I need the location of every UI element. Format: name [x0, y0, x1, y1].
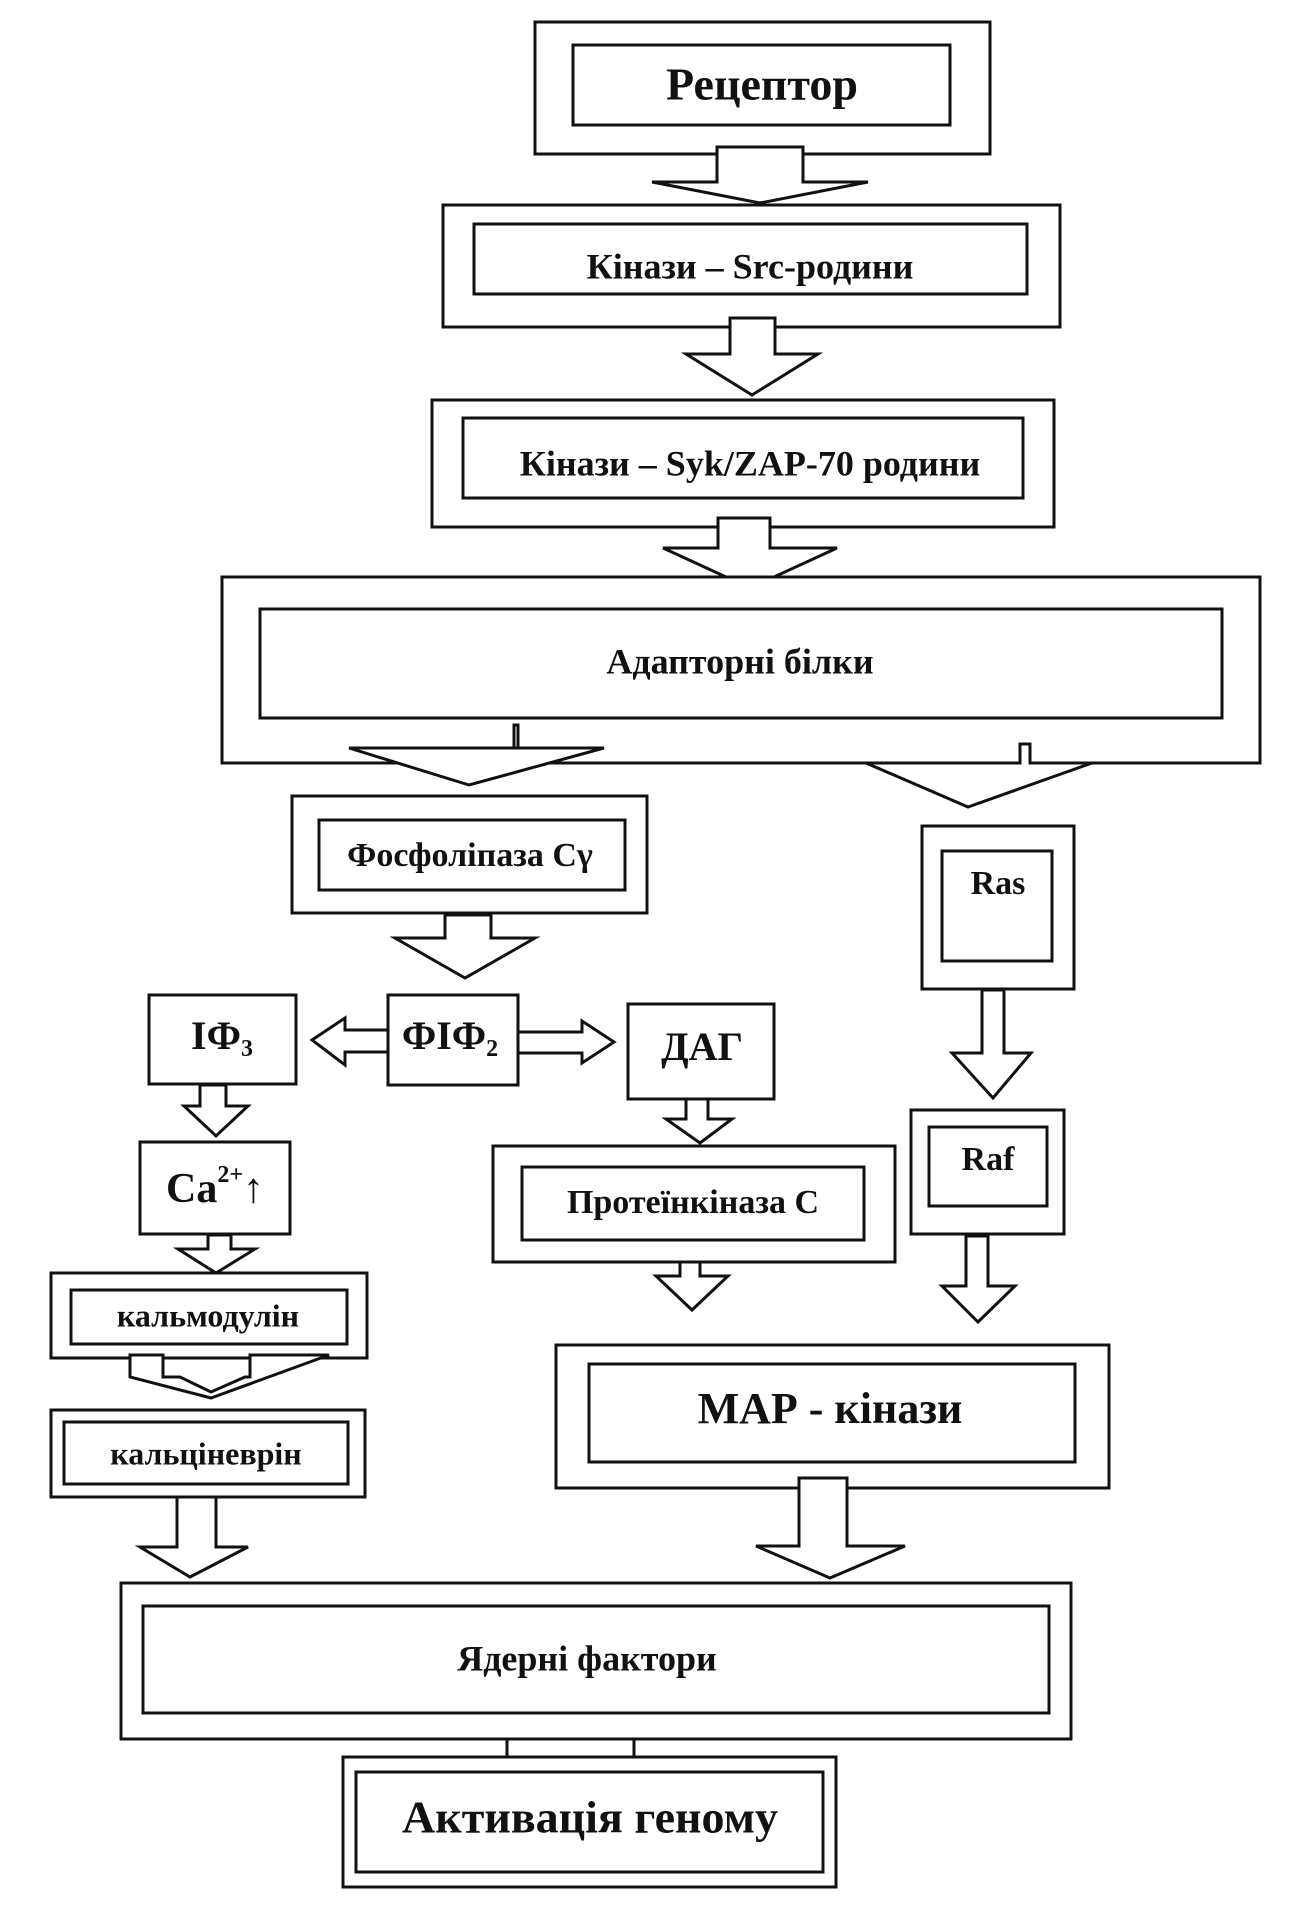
map-kinases-label: МАР - кінази [698, 1384, 963, 1433]
node-ip3: IФ3 [147, 993, 298, 1086]
arrow-pkc-to-map [652, 1260, 732, 1313]
arrow-adaptor-to-plc [348, 723, 605, 787]
node-adaptor-proteins: Адапторні білки [220, 575, 1262, 765]
arrow-calmodulin-to-calcineurin [128, 1353, 330, 1400]
syk-kinases-label: Кінази – Syk/ZAP-70 родини [520, 443, 981, 483]
arrow-syk-to-adaptor [662, 516, 838, 590]
pip2-label: ФІФ2 [402, 1013, 498, 1061]
arrow-plc-to-pip2 [389, 913, 541, 980]
node-nuclear-factors: Ядерні фактори [119, 1581, 1073, 1741]
arrow-dag-to-pkc [661, 1097, 737, 1145]
node-pip2: ФІФ2 [386, 993, 520, 1087]
node-protein-kinase-c: Протеїнкіназа С [491, 1144, 897, 1264]
protein-kinase-c-label: Протеїнкіназа С [567, 1184, 819, 1221]
arrow-adaptor-to-ras [865, 742, 1093, 809]
genome-activation-label: Активація геному [402, 1792, 778, 1843]
arrow-pip2-to-ip3 [309, 1015, 390, 1069]
arrow-map-to-nuclear [755, 1476, 906, 1580]
node-calmodulin: кальмодулін [49, 1271, 369, 1360]
node-map-kinases: МАР - кінази [554, 1343, 1111, 1490]
arrow-ip3-to-calcium [180, 1083, 252, 1139]
calcium-label: Ca2+↑ [166, 1162, 264, 1212]
src-kinases-label: Кінази – Src-родини [587, 246, 914, 286]
nuclear-factors-label: Ядерні фактори [457, 1638, 717, 1678]
dag-label: ДАГ [661, 1024, 743, 1069]
receptor-label: Рецептор [666, 59, 858, 110]
node-dag: ДАГ [626, 1002, 776, 1101]
arrow-src-to-syk [680, 316, 824, 397]
node-plc-gamma: Фосфоліпаза Cγ [290, 794, 649, 915]
plc-gamma-label: Фосфоліпаза Cγ [347, 837, 593, 874]
node-genome-activation: Активація геному [341, 1755, 838, 1889]
ip3-label: IФ3 [191, 1013, 253, 1061]
node-src-kinases: Кінази – Src-родини [441, 203, 1062, 329]
ras-label: Ras [971, 865, 1026, 902]
arrow-calcineurin-to-nuclear [134, 1495, 249, 1579]
node-calcium: Ca2+↑ [138, 1140, 292, 1236]
calcineurin-label: кальціневрін [110, 1435, 301, 1471]
node-raf: Raf [909, 1108, 1066, 1236]
node-ras: Ras [920, 824, 1076, 991]
calmodulin-label: кальмодулін [117, 1297, 299, 1333]
node-receptor: Рецептор [533, 20, 992, 156]
arrow-ras-to-raf [948, 988, 1035, 1101]
arrow-raf-to-map [938, 1234, 1019, 1325]
node-syk-kinases: Кінази – Syk/ZAP-70 родини [430, 398, 1056, 529]
raf-label: Raf [962, 1141, 1016, 1178]
arrow-receptor-to-src [651, 145, 869, 205]
adaptor-proteins-label: Адапторні білки [606, 641, 873, 681]
arrow-pip2-to-dag [516, 1018, 617, 1066]
arrow-calcium-to-calmodulin [172, 1233, 261, 1275]
node-calcineurin: кальціневрін [49, 1408, 367, 1499]
